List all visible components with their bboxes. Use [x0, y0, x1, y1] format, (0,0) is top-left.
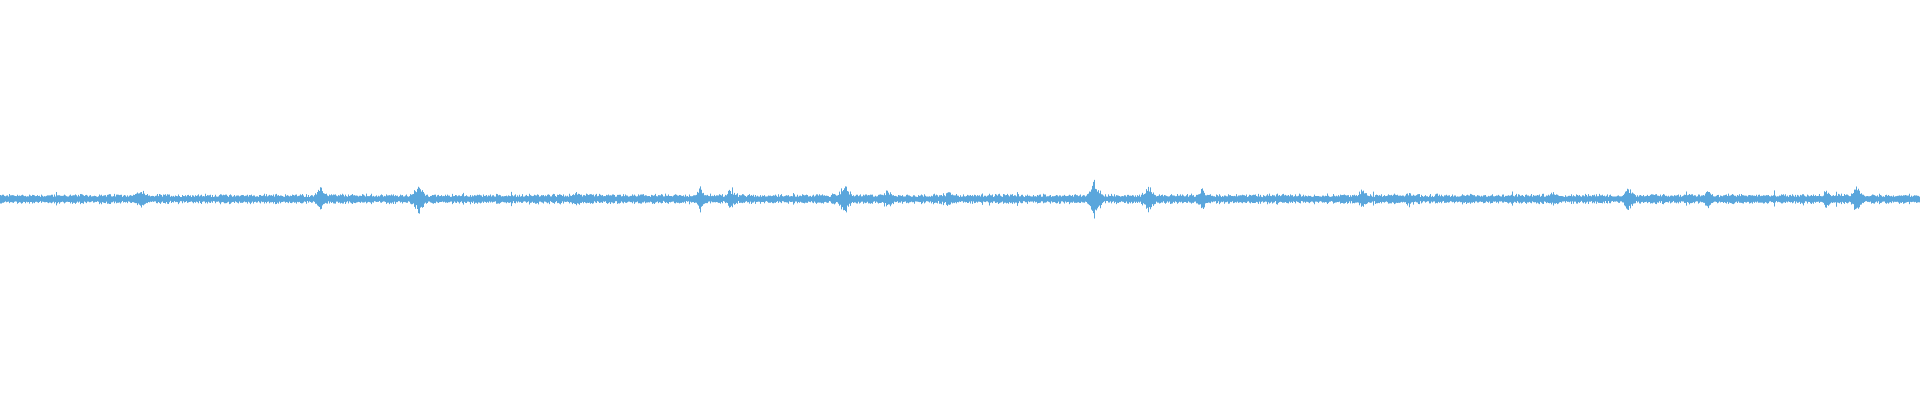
waveform-trace — [0, 179, 1920, 219]
